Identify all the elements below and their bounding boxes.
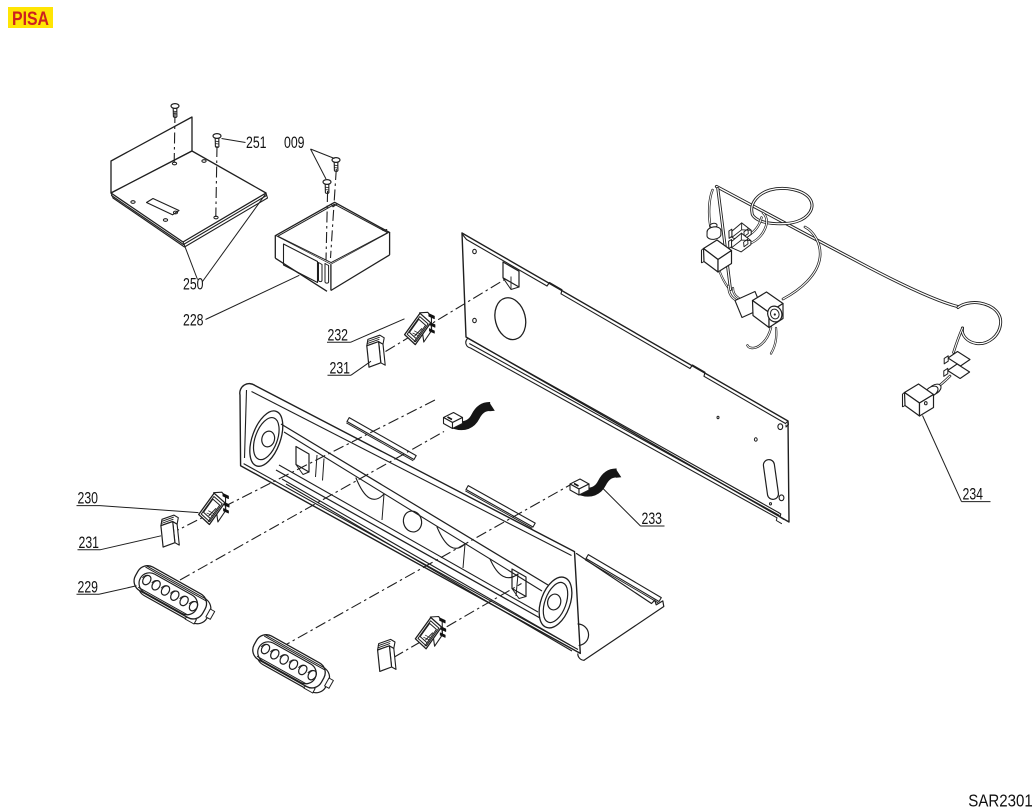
svg-text:231: 231	[330, 358, 351, 377]
svg-text:233: 233	[642, 509, 663, 528]
svg-text:234: 234	[963, 485, 984, 504]
svg-text:009: 009	[284, 133, 305, 152]
svg-text:SAR2301: SAR2301	[968, 791, 1033, 810]
svg-text:231: 231	[79, 533, 100, 552]
svg-text:PISA: PISA	[12, 9, 49, 30]
svg-text:228: 228	[183, 311, 204, 330]
svg-text:232: 232	[328, 326, 349, 345]
svg-text:251: 251	[246, 133, 267, 152]
svg-text:230: 230	[78, 489, 99, 508]
svg-text:229: 229	[78, 577, 99, 596]
svg-text:250: 250	[183, 275, 204, 294]
